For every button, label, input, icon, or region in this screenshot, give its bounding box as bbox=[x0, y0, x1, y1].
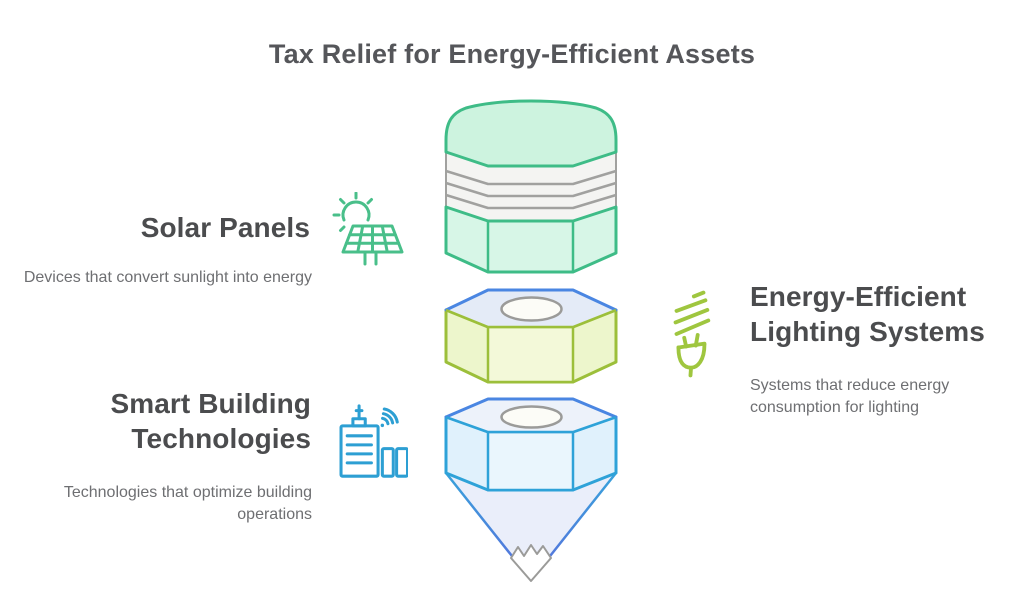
lighting-segment-rear-edge bbox=[444, 288, 618, 312]
cfl-spiral-tubes bbox=[673, 290, 711, 336]
building-antenna bbox=[354, 404, 364, 421]
solar-segment-stripe-lines bbox=[445, 169, 617, 210]
lighting-segment-hole bbox=[500, 296, 563, 322]
building-segment-broken-tip bbox=[510, 544, 552, 582]
panel-legs bbox=[363, 250, 378, 266]
building-segment-front-face bbox=[486, 430, 575, 492]
funnel-segment-solar bbox=[444, 99, 618, 274]
cfl-base-rim bbox=[676, 341, 707, 350]
smart-building-icon bbox=[339, 404, 408, 478]
funnel-segment-lighting bbox=[444, 288, 618, 384]
solar-panels-description: Devices that convert sunlight into energ… bbox=[23, 269, 312, 286]
wifi-arcs bbox=[381, 407, 399, 426]
solar-segment-dome bbox=[444, 99, 618, 168]
building-floor-lines bbox=[345, 434, 373, 465]
panel-grid bbox=[344, 224, 401, 254]
lighting-segment-front-face bbox=[486, 325, 575, 384]
sun-arc bbox=[341, 200, 371, 222]
building-tower bbox=[339, 424, 380, 478]
building-bar-1 bbox=[380, 447, 395, 478]
building-bar-2 bbox=[395, 447, 408, 478]
page-title: Tax Relief for Energy-Efficient Assets bbox=[268, 39, 756, 69]
solar-panels-heading: Solar Panels bbox=[140, 212, 310, 243]
building-segment-rear-edge bbox=[444, 397, 618, 419]
building-segment-front-top-edge bbox=[445, 415, 617, 434]
funnel-segment-building bbox=[444, 397, 618, 582]
lighting-systems-heading: Energy-Efficient Lighting Systems bbox=[750, 281, 985, 347]
building-segment-hole bbox=[500, 405, 563, 429]
smart-building-description: Technologies that optimize building oper… bbox=[63, 484, 312, 523]
funnel-graphic bbox=[444, 99, 618, 582]
building-segment-cone bbox=[446, 473, 616, 580]
solar-segment-prism-edges bbox=[486, 221, 575, 272]
sun-rays bbox=[332, 192, 373, 232]
wifi-dot bbox=[380, 423, 385, 428]
lighting-segment-front-top-edge bbox=[445, 308, 617, 329]
lighting-systems-description: Systems that reduce energy consumption f… bbox=[750, 377, 950, 416]
cfl-base-prongs bbox=[682, 333, 700, 349]
smart-building-heading: Smart Building Technologies bbox=[110, 388, 311, 454]
cfl-bulb-icon bbox=[673, 290, 711, 378]
solar-panel-icon bbox=[332, 192, 404, 266]
